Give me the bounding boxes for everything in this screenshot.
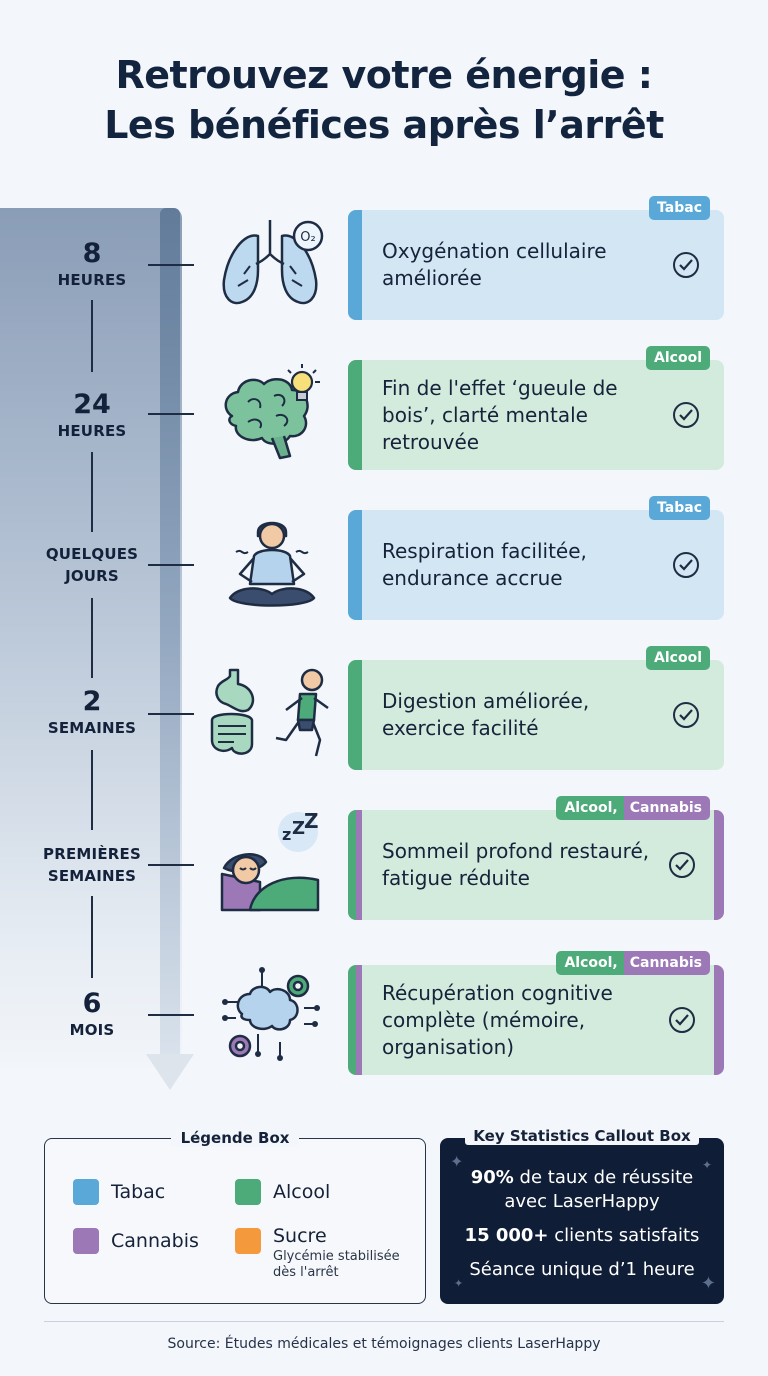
card-color-bar <box>348 510 362 620</box>
legend-item-alcool: Alcool <box>235 1179 330 1205</box>
timeline-tick <box>148 264 194 266</box>
check-circle-icon <box>673 252 699 278</box>
sparkle-icon: ✦ <box>700 1273 716 1294</box>
legend-item-cannabis: Cannabis <box>73 1228 199 1254</box>
benefit-text: Digestion améliorée, exercice facilité <box>382 689 590 740</box>
legend-swatch <box>73 1179 99 1205</box>
stat-success-rate-line2: avec LaserHappy <box>504 1191 660 1212</box>
card-secondary-bar <box>356 810 362 920</box>
card-right-bar <box>714 810 724 920</box>
title-line-1: Retrouvez votre énergie : <box>115 53 653 97</box>
key-statistics-box: Key Statistics Callout Box ✦ ✦ ✦ ✦ 90% d… <box>440 1127 724 1304</box>
meditation-person-icon <box>228 521 316 607</box>
benefit-card-breathing: Tabac Respiration facilitée, endurance a… <box>348 496 724 620</box>
timeline-tick <box>148 564 194 566</box>
benefit-card-oxygenation: Tabac Oxygénation cellulaire améliorée <box>348 196 724 320</box>
time-label-8-hours: 8 HEURES <box>57 238 127 289</box>
check-circle-icon <box>673 402 699 428</box>
benefit-card-sleep: Alcool,Cannabis Sommeil profond restauré… <box>348 796 724 920</box>
digestion-running-icon <box>210 668 329 757</box>
legend-swatch <box>235 1179 261 1205</box>
stat-success-rate: 90% de taux de réussite <box>470 1167 694 1188</box>
benefit-text: Sommeil profond restauré, fatigue réduit… <box>382 839 650 890</box>
check-circle-icon <box>673 702 699 728</box>
sparkle-icon: ✦ <box>454 1277 464 1290</box>
svg-text:O₂: O₂ <box>300 230 315 245</box>
card-color-bar <box>348 210 362 320</box>
timeline-connector <box>91 300 93 372</box>
legend-item-sucre: Sucre Glycémie stabilisée dès l'arrêt <box>235 1223 413 1281</box>
check-circle-icon <box>669 1007 695 1033</box>
timeline-tick <box>148 864 194 866</box>
category-tag: Alcool,Cannabis <box>556 951 710 975</box>
category-tag: Alcool,Cannabis <box>556 796 710 820</box>
timeline-arrow-head <box>146 1054 194 1090</box>
stat-clients: 15 000+ clients satisfaits <box>464 1225 700 1246</box>
benefit-card-mental-clarity: Alcool Fin de l'effet ‘gueule de bois’, … <box>348 346 724 470</box>
timeline-connector <box>91 452 93 532</box>
stat-session: Séance unique d’1 heure <box>469 1259 695 1280</box>
benefit-text: Fin de l'effet ‘gueule de bois’, clarté … <box>382 375 618 454</box>
timeline-connector <box>91 750 93 830</box>
card-secondary-bar <box>356 965 362 1075</box>
footer-divider <box>44 1321 724 1322</box>
card-color-bar <box>348 660 362 770</box>
lungs-o2-icon: O₂ <box>222 220 324 305</box>
source-note: Source: Études médicales et témoignages … <box>167 1336 601 1352</box>
sparkle-icon: ✦ <box>701 1158 712 1172</box>
category-tag: Alcool <box>646 646 710 670</box>
check-circle-icon <box>669 852 695 878</box>
time-label-few-days: QUELQUES JOURS <box>45 545 139 585</box>
svg-text:Z: Z <box>304 812 319 833</box>
legend-item-tabac: Tabac <box>73 1179 165 1205</box>
benefit-card-digestion: Alcool Digestion améliorée, exercice fac… <box>348 646 724 770</box>
page-title: Retrouvez votre énergie : Les bénéfices … <box>0 50 768 150</box>
benefit-text: Récupération cognitive complète (mémoire… <box>382 980 613 1059</box>
benefit-text: Respiration facilitée, endurance accrue <box>382 539 587 590</box>
category-tag: Tabac <box>649 496 710 520</box>
card-right-bar <box>714 965 724 1075</box>
stats-title: Key Statistics Callout Box <box>465 1127 699 1145</box>
check-circle-icon <box>673 552 699 578</box>
category-tag: Tabac <box>649 196 710 220</box>
title-line-2: Les bénéfices après l’arrêt <box>104 103 664 147</box>
legend-title: Légende Box <box>170 1129 300 1147</box>
time-label-first-weeks: PREMIÈRES SEMAINES <box>43 845 141 885</box>
legend-swatch <box>235 1228 261 1254</box>
benefit-text: Oxygénation cellulaire améliorée <box>382 239 607 290</box>
sparkle-icon: ✦ <box>450 1152 464 1171</box>
svg-text:Z: Z <box>292 818 305 839</box>
time-label-2-weeks: 2 SEMAINES <box>47 686 137 737</box>
timeline-tick <box>148 1014 194 1016</box>
benefit-card-cognitive: Alcool,Cannabis Récupération cognitive c… <box>348 951 724 1075</box>
timeline-connector <box>91 896 93 978</box>
time-label-24-hours: 24 HEURES <box>57 389 127 440</box>
svg-text:z: z <box>282 825 291 844</box>
category-tag: Alcool <box>646 346 710 370</box>
legend-swatch <box>73 1228 99 1254</box>
timeline-tick <box>148 413 194 415</box>
timeline-tick <box>148 713 194 715</box>
brain-lightbulb-icon <box>224 364 320 460</box>
time-label-6-months: 6 MOIS <box>69 988 115 1039</box>
brain-gears-icon <box>222 967 320 1061</box>
card-color-bar <box>348 360 362 470</box>
legend-box: Légende Box Tabac Alcool Cannabis Sucre … <box>44 1129 426 1304</box>
timeline-connector <box>91 598 93 678</box>
timeline-arrow-shaft <box>160 208 180 1056</box>
sleeping-person-icon: z Z Z <box>220 812 320 912</box>
